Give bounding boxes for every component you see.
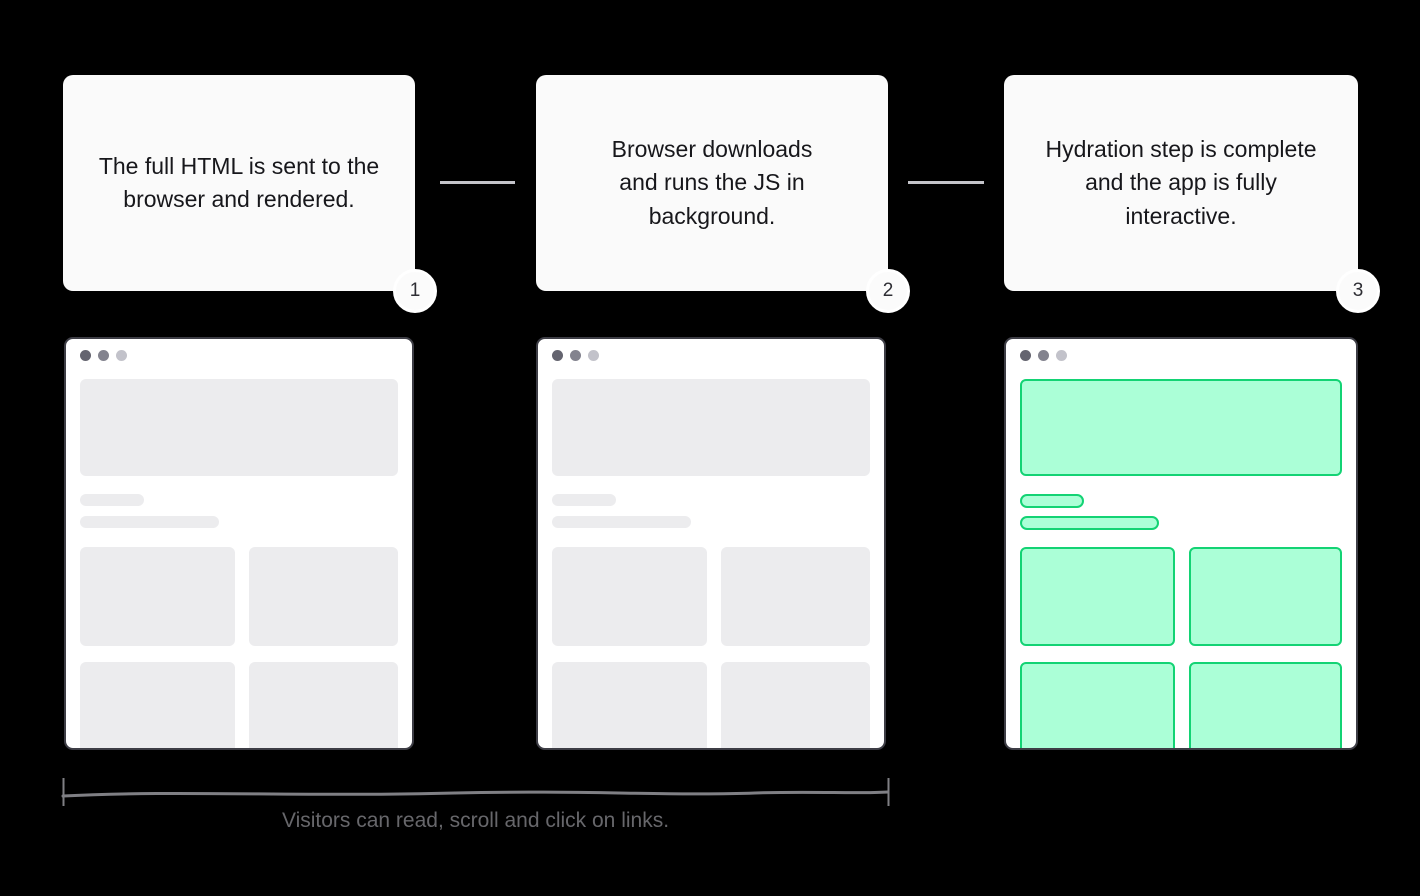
window-control-dot-icon xyxy=(588,350,599,361)
window-control-dot-icon xyxy=(80,350,91,361)
window-control-dot-icon xyxy=(98,350,109,361)
card-skeleton-block xyxy=(552,662,707,748)
connector-line-1-2 xyxy=(440,181,515,184)
window-control-dot-icon xyxy=(116,350,127,361)
step-card-3: Hydration step is complete and the app i… xyxy=(1004,75,1380,313)
text-line-skeleton xyxy=(80,494,144,506)
card-skeleton-block xyxy=(552,547,707,646)
hero-interactive-block xyxy=(1020,379,1342,476)
step-1-number: 1 xyxy=(409,280,421,301)
window-control-dot-icon xyxy=(1056,350,1067,361)
card-skeleton-block xyxy=(249,662,398,748)
step-1-description: The full HTML is sent to the browser and… xyxy=(98,152,380,212)
step-2-number-badge: 2 xyxy=(866,269,910,313)
browser-mockup-2 xyxy=(536,337,886,750)
step-2-description: Browser downloads and runs the JS in bac… xyxy=(611,135,813,229)
card-skeleton-block xyxy=(721,547,870,646)
step-3-number: 3 xyxy=(1352,280,1364,301)
card-interactive-block xyxy=(1189,662,1342,748)
window-control-dot-icon xyxy=(570,350,581,361)
window-control-dot-icon xyxy=(1020,350,1031,361)
bracket-caption: Visitors can read, scroll and click on l… xyxy=(281,809,670,832)
text-line-interactive xyxy=(1020,494,1084,508)
card-skeleton-block xyxy=(721,662,870,748)
step-2-number: 2 xyxy=(882,280,894,301)
step-1-number-badge: 1 xyxy=(393,269,437,313)
text-line-interactive xyxy=(1020,516,1159,530)
hero-skeleton-block xyxy=(552,379,870,476)
card-interactive-block xyxy=(1020,662,1175,748)
hero-skeleton-block xyxy=(80,379,398,476)
step-card-2: Browser downloads and runs the JS in bac… xyxy=(536,75,910,313)
connector-line-2-3 xyxy=(908,181,984,184)
text-line-skeleton xyxy=(552,494,616,506)
browser-mockup-1 xyxy=(64,337,414,750)
card-skeleton-block xyxy=(249,547,398,646)
card-skeleton-block xyxy=(80,547,235,646)
step-card-1: The full HTML is sent to the browser and… xyxy=(63,75,437,313)
text-line-skeleton xyxy=(552,516,691,528)
card-interactive-block xyxy=(1189,547,1342,646)
window-control-dot-icon xyxy=(552,350,563,361)
timespan-bracket xyxy=(61,778,890,806)
window-control-dot-icon xyxy=(1038,350,1049,361)
card-skeleton-block xyxy=(80,662,235,748)
step-3-number-badge: 3 xyxy=(1336,269,1380,313)
card-interactive-block xyxy=(1020,547,1175,646)
text-line-skeleton xyxy=(80,516,219,528)
browser-mockup-3-hydrated xyxy=(1004,337,1358,750)
step-3-description: Hydration step is complete and the app i… xyxy=(1045,135,1317,229)
